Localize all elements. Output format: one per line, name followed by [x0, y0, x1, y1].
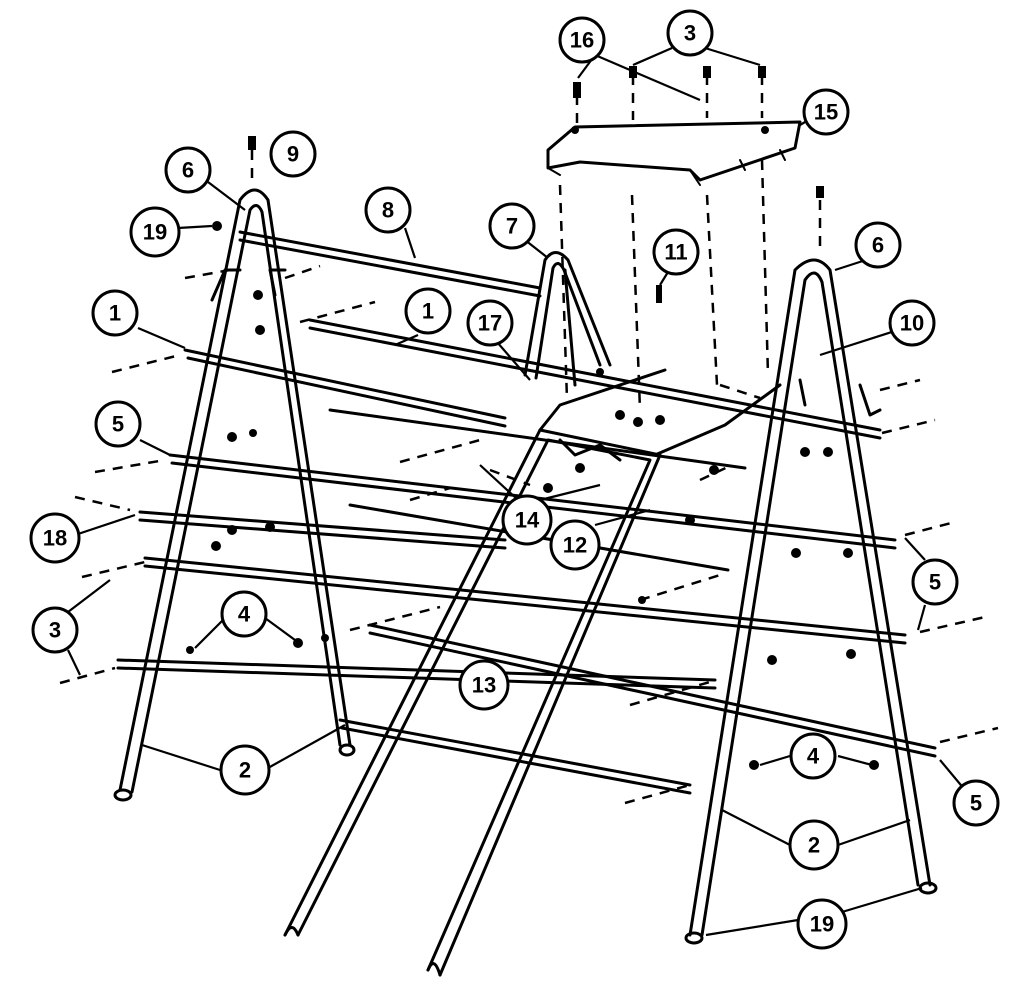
callout-1-left: 1	[91, 289, 139, 337]
svg-text:5: 5	[929, 570, 941, 595]
callout-7: 7	[488, 202, 536, 250]
callout-13: 13	[458, 659, 510, 711]
svg-text:8: 8	[382, 198, 394, 223]
svg-text:3: 3	[684, 21, 696, 46]
callout-19-right: 19	[796, 898, 848, 950]
callout-2-right: 2	[788, 819, 840, 871]
svg-text:6: 6	[872, 233, 884, 258]
svg-text:13: 13	[472, 673, 496, 698]
slide-part	[283, 368, 782, 977]
callout-3-left: 3	[31, 606, 79, 654]
svg-text:17: 17	[478, 311, 502, 336]
callout-5-right-upper: 5	[911, 558, 959, 606]
svg-text:5: 5	[112, 412, 124, 437]
svg-text:19: 19	[143, 220, 167, 245]
svg-text:16: 16	[570, 28, 594, 53]
svg-text:9: 9	[287, 142, 299, 167]
callout-6-left: 6	[164, 146, 212, 194]
callout-9: 9	[269, 130, 317, 178]
svg-text:2: 2	[239, 758, 251, 783]
callout-5-left: 5	[94, 400, 142, 448]
svg-text:10: 10	[900, 311, 924, 336]
callout-10: 10	[888, 299, 936, 347]
callout-19-left: 19	[129, 206, 181, 258]
platform-part	[546, 120, 802, 186]
callout-4-left: 4	[220, 590, 268, 638]
callout-15: 15	[802, 88, 850, 136]
svg-text:14: 14	[515, 508, 540, 533]
svg-text:19: 19	[810, 912, 834, 937]
svg-text:6: 6	[182, 158, 194, 183]
callout-18: 18	[29, 512, 81, 564]
callout-2-left: 2	[219, 744, 271, 796]
callout-5-right-lower: 5	[952, 779, 1000, 827]
callout-3-top: 3	[666, 9, 714, 57]
svg-text:4: 4	[807, 744, 820, 769]
callout-1-mid: 1	[404, 287, 452, 335]
svg-text:1: 1	[422, 299, 434, 324]
svg-text:5: 5	[970, 791, 982, 816]
callout-12: 12	[549, 519, 601, 571]
left-a-frame	[113, 188, 356, 802]
svg-text:12: 12	[563, 533, 587, 558]
callout-8: 8	[364, 186, 412, 234]
svg-text:11: 11	[664, 240, 687, 265]
middle-a-frame	[523, 251, 612, 387]
callout-4-right: 4	[789, 732, 837, 780]
svg-text:4: 4	[238, 602, 251, 627]
svg-text:15: 15	[814, 100, 838, 125]
callout-6-right: 6	[854, 221, 902, 269]
callout-16: 16	[558, 16, 606, 64]
callout-17: 17	[466, 299, 514, 347]
svg-text:1: 1	[109, 301, 121, 326]
callout-11: 11	[652, 228, 700, 276]
callout-14: 14	[501, 494, 553, 546]
screw-dash-lines	[59, 264, 999, 805]
hardware-parts	[186, 221, 879, 770]
svg-text:3: 3	[49, 618, 61, 643]
svg-text:18: 18	[43, 526, 67, 551]
platform-fastener-lines	[250, 75, 822, 411]
svg-text:2: 2	[808, 833, 820, 858]
top-bolts	[248, 66, 824, 303]
svg-text:7: 7	[506, 214, 518, 239]
